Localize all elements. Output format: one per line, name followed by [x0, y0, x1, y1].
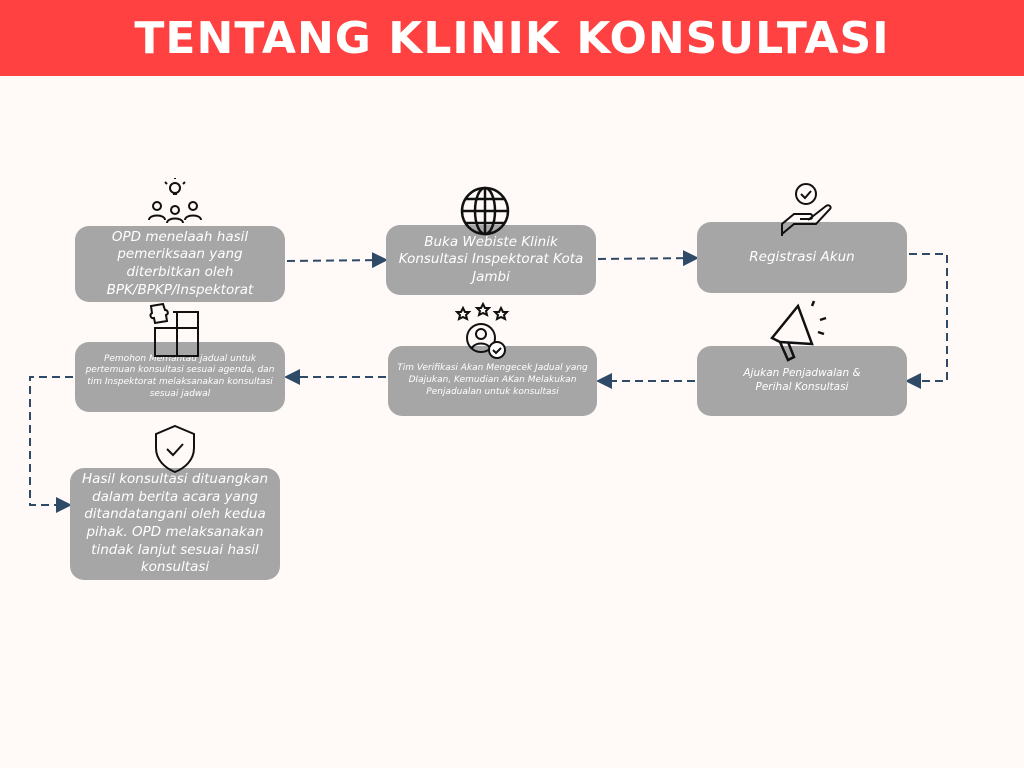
- arrow-2-3: [597, 250, 699, 267]
- team-idea-icon: [148, 178, 202, 224]
- hand-check-icon: [781, 183, 832, 236]
- arrow-1-2: [286, 252, 388, 269]
- step-6-box: Pemohon Memantau jadual untuk pertemuan …: [75, 342, 285, 412]
- step-4-box: Ajukan Penjadwalan & Perihal Konsultasi: [697, 346, 907, 416]
- step-3-box: Registrasi Akun: [697, 222, 907, 293]
- globe-icon: [460, 186, 510, 236]
- shield-check-icon: [155, 424, 195, 474]
- megaphone-icon: [770, 300, 827, 362]
- step-2-box: Buka Webiste Klinik Konsultasi Inspektor…: [386, 225, 596, 295]
- arrow-3-4: [905, 253, 948, 389]
- page-title: TENTANG KLINIK KONSULTASI: [134, 12, 890, 64]
- puzzle-icon: [149, 302, 199, 357]
- user-rating-icon: [455, 302, 510, 359]
- arrow-6-7: [29, 376, 73, 513]
- step-1-box: OPD menelaah hasil pemeriksaan yang dite…: [75, 226, 285, 302]
- step-7-box: Hasil konsultasi dituangkan dalam berita…: [70, 468, 280, 580]
- header-banner: TENTANG KLINIK KONSULTASI: [0, 0, 1024, 76]
